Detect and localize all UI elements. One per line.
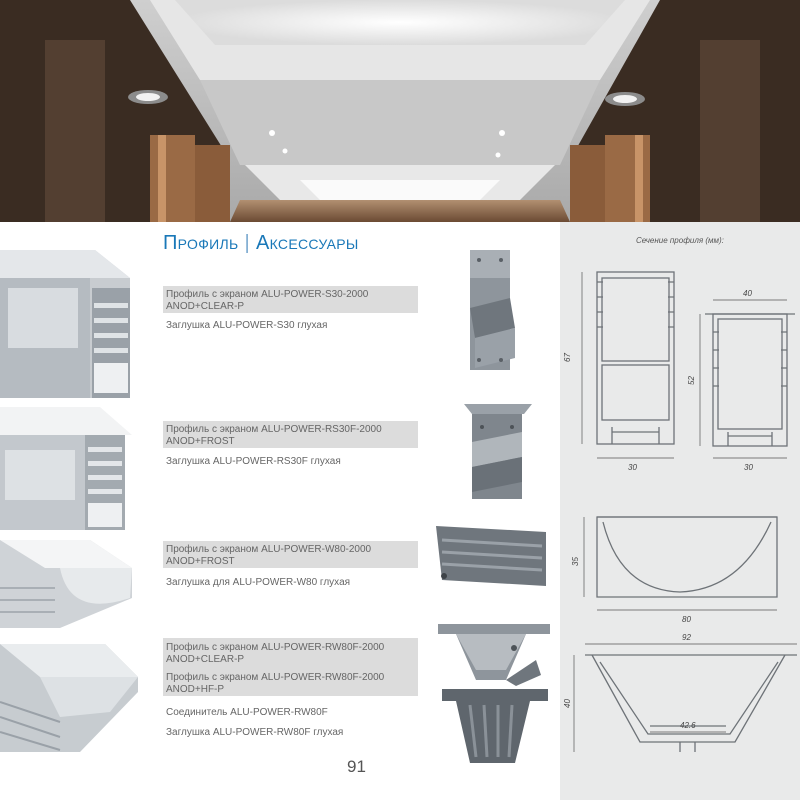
product-band-2	[163, 421, 418, 448]
cross-section-caption: Сечение профиля (мм):	[636, 236, 724, 245]
product-2-cap: Заглушка ALU-POWER-RS30F глухая	[166, 456, 341, 467]
endcap-rs30f-image	[464, 404, 532, 499]
dim-rs30f-width: 30	[744, 463, 753, 472]
product-4-connector: Соединитель ALU-POWER-RW80F	[166, 707, 328, 718]
profile-w80-image	[0, 540, 132, 628]
dim-s30-height: 67	[563, 353, 572, 362]
dim-rs30f-top: 40	[743, 289, 752, 298]
dim-rw80f-inner: 42.6	[680, 721, 696, 730]
profile-s30-image	[0, 250, 130, 398]
product-1-cap: Заглушка ALU-POWER-S30 глухая	[166, 320, 328, 331]
profile-rw80f-image	[0, 644, 138, 752]
product-band-1	[163, 286, 418, 313]
product-band-4	[163, 638, 418, 696]
connector-rw80f-image	[438, 624, 550, 686]
cross-section-panel	[560, 222, 800, 800]
cross-section-drawings: 67 30 40 52 30 35 80 92 40 42.6	[563, 271, 797, 752]
product-4-cap: Заглушка ALU-POWER-RW80F глухая	[166, 727, 344, 738]
dim-rw80f-height: 40	[563, 699, 572, 708]
hero-photo-ceiling-lighting	[0, 0, 800, 222]
page-title: Профиль|Аксессуары	[163, 232, 359, 254]
dim-w80-height: 35	[571, 557, 580, 566]
endcap-rw80f-image	[442, 689, 548, 763]
endcap-w80-image	[436, 526, 546, 586]
dim-s30-width: 30	[628, 463, 637, 472]
product-band-3	[163, 541, 418, 568]
dim-w80-width: 80	[682, 615, 691, 624]
dim-rw80f-top: 92	[682, 633, 691, 642]
endcap-s30-image	[470, 250, 515, 370]
dim-rs30f-height: 52	[687, 376, 696, 385]
profile-rs30f-image	[0, 407, 132, 530]
product-3-cap: Заглушка для ALU-POWER-W80 глухая	[166, 577, 351, 588]
page-number: 91	[347, 757, 366, 776]
